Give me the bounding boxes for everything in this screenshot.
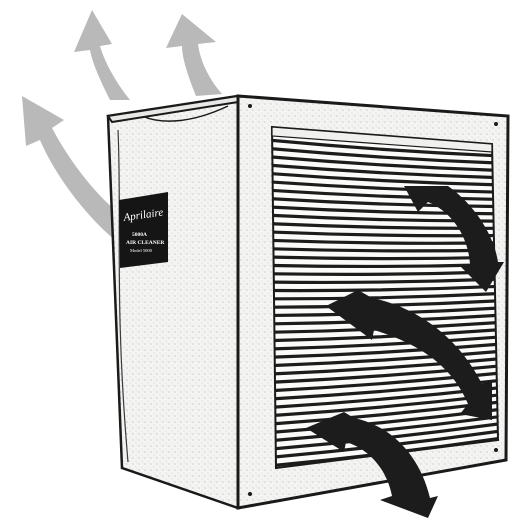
grille-slat bbox=[268, 257, 502, 259]
outflow-arrow-right bbox=[166, 14, 222, 96]
label-line-3: Model 5000 bbox=[130, 248, 153, 253]
label-line-1: 5000A bbox=[132, 232, 147, 238]
label-line-2: AIR CLEANER bbox=[126, 240, 165, 246]
cabinet-side-panel bbox=[108, 96, 238, 508]
filter-grille bbox=[268, 127, 502, 468]
brand-label: Aprilaire 5000A AIR CLEANER Model 5000 bbox=[119, 192, 168, 268]
outflow-arrow-middle bbox=[74, 10, 130, 100]
